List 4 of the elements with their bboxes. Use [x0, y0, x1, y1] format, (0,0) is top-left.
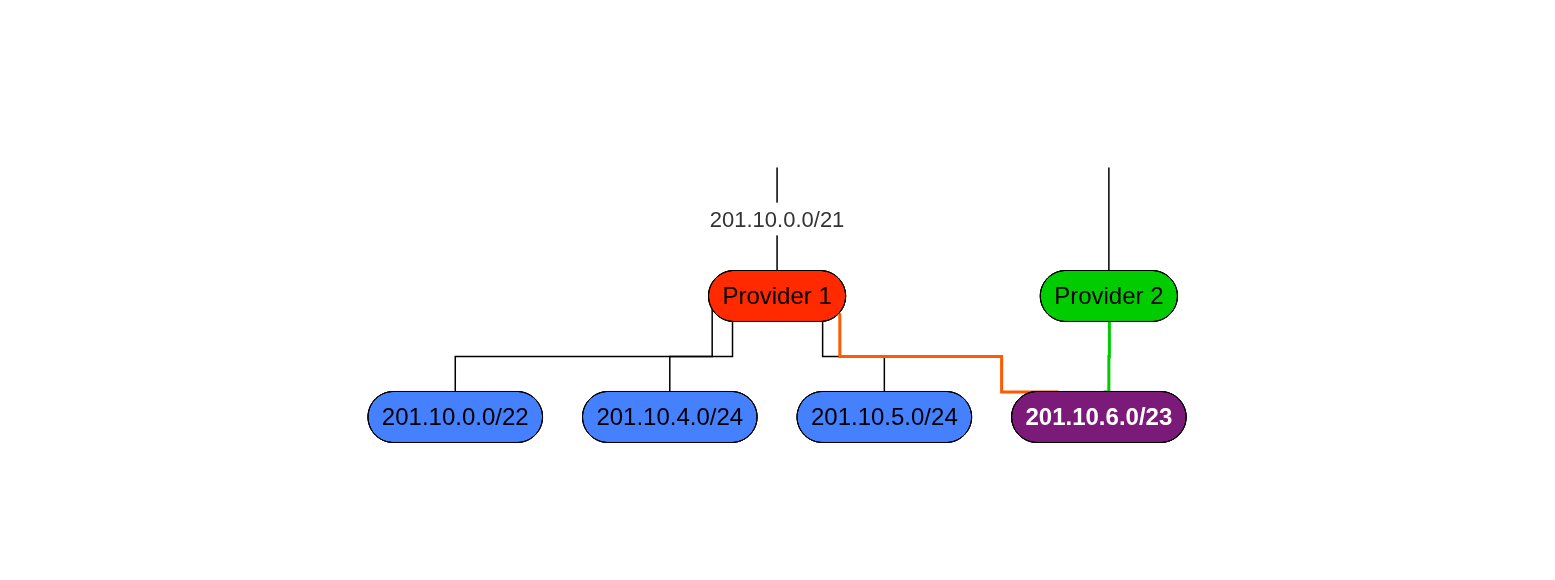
connector: [1108, 166, 1111, 272]
connector: [454, 308, 714, 393]
edge-label: 201.10.0.0/21: [710, 206, 845, 232]
connector: [669, 321, 734, 393]
